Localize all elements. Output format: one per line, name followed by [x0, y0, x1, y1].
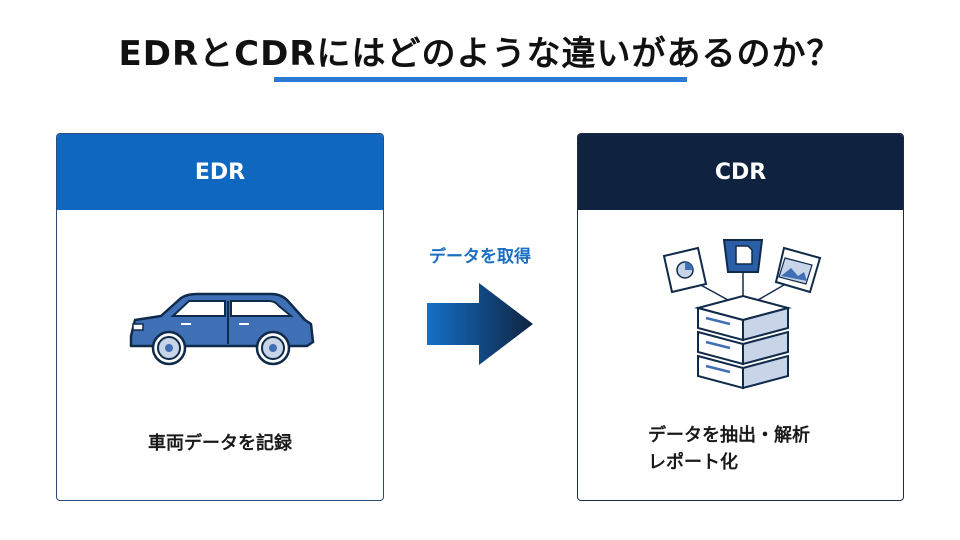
cdr-caption-line1: データを抽出・解析 [648, 425, 810, 446]
file-document-icon [722, 239, 764, 273]
edr-caption: 車両データを記録 [148, 433, 292, 454]
edr-card: EDR 車両データを記録 [56, 133, 384, 501]
cdr-card: CDR [577, 133, 904, 501]
cdr-header: CDR [578, 134, 903, 210]
image-document-icon [774, 246, 822, 294]
server-stack-icon [662, 239, 822, 390]
arrow-right-icon [427, 283, 533, 365]
edr-header: EDR [57, 134, 383, 210]
arrow-label: データを取得 [429, 247, 531, 267]
cdr-caption: データを抽出・解析 レポート化 [648, 422, 903, 476]
pie-chart-document-icon [662, 246, 708, 294]
page-title: EDRとCDRにはどのような違いがあるのか？ [118, 34, 842, 74]
car-icon [129, 292, 315, 366]
cdr-caption-line2: レポート化 [648, 452, 738, 473]
title-underline [274, 77, 687, 82]
